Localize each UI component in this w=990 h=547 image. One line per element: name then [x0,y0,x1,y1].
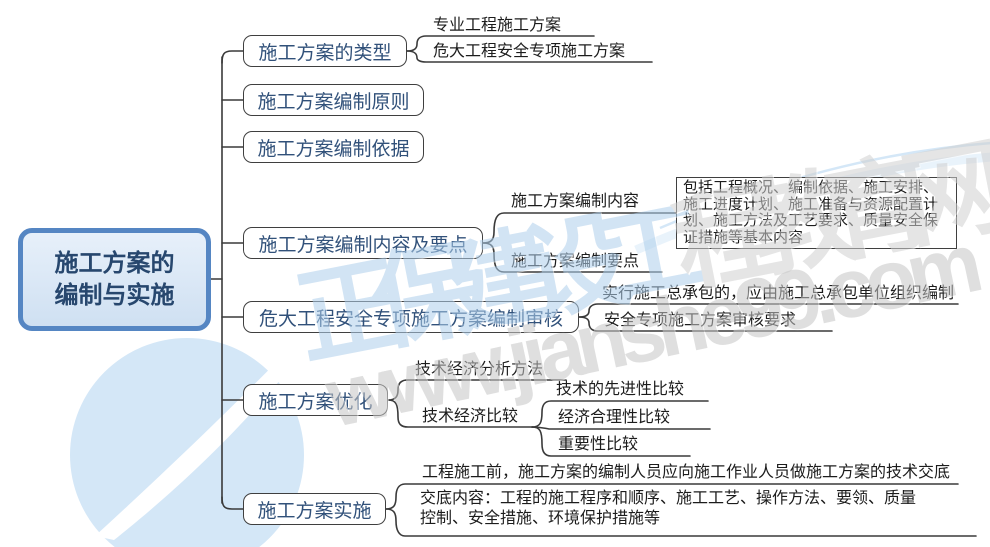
leaf-underline [482,212,677,244]
topic-special-scheme-review[interactable]: 危大工程安全专项施工方案编制审核 [243,301,579,333]
leaf-general-contractor-rule[interactable]: 实行施工总承包的，应由施工总承包单位组织编制 [602,285,955,302]
root-topic-line2: 编制与实施 [54,281,175,309]
note-compilation-content-detail[interactable]: 包括工程概况、编制依据、施工安排、施工进度计划、施工准备与资源配置计划、施工方法… [676,177,957,249]
topic-compilation-basis[interactable]: 施工方案编制依据 [243,131,424,163]
topic-content-and-keypoints[interactable]: 施工方案编制内容及要点 [243,227,483,259]
leaf-importance-comparison[interactable]: 重要性比较 [558,436,639,453]
leaf-compilation-content[interactable]: 施工方案编制内容 [511,193,640,210]
topic-scheme-optimization[interactable]: 施工方案优化 [243,384,388,416]
root-topic[interactable]: 施工方案的 编制与实施 [18,228,211,331]
leaf-economic-rationality[interactable]: 经济合理性比较 [558,409,671,426]
leaf-tech-advancement[interactable]: 技术的先进性比较 [556,381,685,398]
branch-connector [221,496,244,510]
leaf-disclosure-content[interactable]: 交底内容：工程的施工程序和顺序、施工工艺、操作方法、要领、质量控制、安全措施、环… [420,490,917,527]
branch-connector [221,50,244,64]
leaf-underline [387,379,567,401]
leaf-professional-scheme[interactable]: 专业工程施工方案 [433,17,562,34]
leaf-compilation-keypoints[interactable]: 施工方案编制要点 [511,253,640,270]
root-topic-line1: 施工方案的 [54,249,175,277]
leaf-tech-economic-comparison[interactable]: 技术经济比较 [422,408,519,425]
leaf-review-requirements[interactable]: 安全专项施工方案审核要求 [604,312,797,329]
leaf-technical-disclosure[interactable]: 工程施工前，施工方案的编制人员应向施工作业人员做施工方案的技术交底 [422,464,951,481]
topic-scheme-types[interactable]: 施工方案的类型 [243,35,407,67]
topic-compilation-principles[interactable]: 施工方案编制原则 [243,84,424,116]
leaf-dangerous-special-scheme[interactable]: 危大工程安全专项施工方案 [433,43,626,60]
leaf-tech-economic-analysis[interactable]: 技术经济分析方法 [415,361,544,378]
topic-scheme-implementation[interactable]: 施工方案实施 [243,493,386,525]
